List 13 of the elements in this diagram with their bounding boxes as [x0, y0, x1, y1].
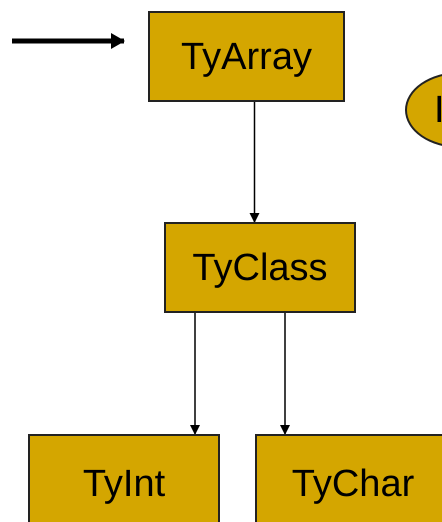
node-label: TyInt [82, 465, 166, 503]
node-label: I [434, 91, 442, 129]
node-label: TyArray [181, 38, 312, 76]
node-label: TyClass [192, 248, 328, 286]
class-box [148, 11, 345, 102]
class-box [255, 434, 442, 522]
arrow [190, 313, 200, 435]
arrow [12, 33, 125, 49]
arrow [280, 313, 290, 435]
arrow [250, 102, 260, 223]
class-box [164, 222, 356, 313]
node-label: TyChar [292, 465, 414, 503]
class-box [28, 434, 220, 522]
